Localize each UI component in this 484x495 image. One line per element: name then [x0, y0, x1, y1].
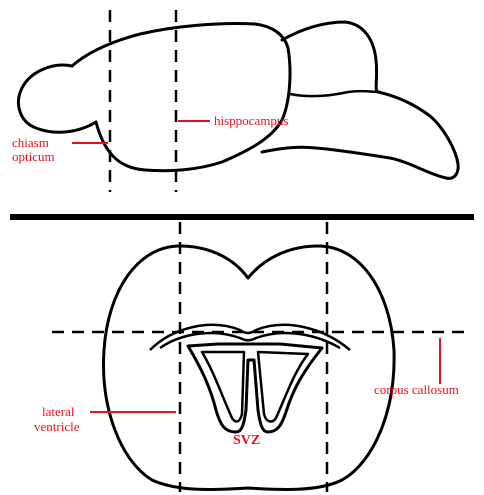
cerebellum-outline — [262, 22, 458, 178]
olfactory-bulb-outline — [18, 65, 96, 132]
lateral-label: lateral — [42, 404, 75, 419]
coronal-view: corpus callosum lateral ventricle SVZ — [34, 222, 472, 492]
ventricle-label: ventricle — [34, 419, 80, 434]
opticum-label: opticum — [12, 149, 55, 164]
cerebrum-outline — [72, 23, 290, 170]
ventricle-inner-right — [258, 352, 308, 421]
hippocampus-label: hisppocampus — [214, 113, 288, 128]
corpus-callosum-label: corpus callosum — [374, 382, 459, 397]
sagittal-view: chiasm opticum hisppocampus — [12, 10, 458, 192]
ventricle-outline — [188, 344, 322, 432]
cerebellum-fold — [290, 91, 378, 96]
chiasm-label: chiasm — [12, 135, 49, 150]
svz-label: SVZ — [233, 433, 260, 448]
